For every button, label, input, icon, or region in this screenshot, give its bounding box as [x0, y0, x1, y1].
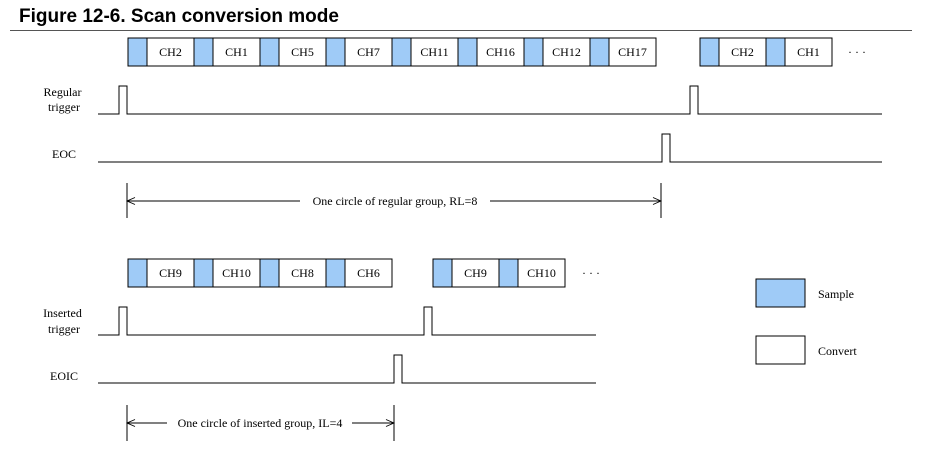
regular-convert-slot: [476, 37, 525, 67]
regular-channel-label: CH17: [618, 45, 647, 59]
regular-sample-slot: [457, 37, 478, 67]
regular-next-channel-label: CH1: [797, 45, 820, 59]
inserted-convert-slot: [344, 258, 393, 288]
eoic-signal: [98, 354, 596, 384]
regular-next-sample-slot: [699, 37, 720, 67]
regular-next-sample-slot: [765, 37, 786, 67]
regular-sequence: CH2 CH1 CH5 CH7 CH11 CH16 CH12 CH17: [127, 37, 657, 67]
regular-channel-label: CH7: [357, 45, 380, 59]
inserted-convert-slot: [278, 258, 327, 288]
regular-next-channel-label: CH2: [731, 45, 754, 59]
regular-measure-label: One circle of regular group, RL=8: [313, 194, 478, 208]
inserted-convert-slot: [212, 258, 261, 288]
inserted-channel-label: CH6: [357, 266, 380, 280]
figure-title: Figure 12-6. Scan conversion mode: [19, 6, 339, 27]
eoc-signal: [98, 133, 882, 163]
regular-channel-label: CH12: [552, 45, 581, 59]
inserted-next-sample-slot: [432, 258, 453, 288]
regular-trigger-label: Regular trigger: [44, 85, 85, 114]
regular-convert-slot: [608, 37, 657, 67]
inserted-measure-label: One circle of inserted group, IL=4: [178, 416, 343, 430]
inserted-ellipsis: · · ·: [582, 266, 600, 280]
regular-trigger-label-line2: trigger: [48, 100, 80, 114]
inserted-channel-label: CH9: [159, 266, 182, 280]
regular-next-convert-slot: [718, 37, 767, 67]
regular-convert-slot: [344, 37, 393, 67]
regular-channel-label: CH11: [420, 45, 448, 59]
legend-convert-swatch: [755, 335, 806, 365]
regular-convert-slot: [278, 37, 327, 67]
inserted-convert-slot: [146, 258, 195, 288]
regular-sample-slot: [589, 37, 610, 67]
inserted-sample-slot: [193, 258, 214, 288]
title-rule: [10, 30, 912, 31]
legend-sample-swatch: [755, 278, 806, 308]
regular-channel-label: CH5: [291, 45, 314, 59]
inserted-next-channel-label: CH10: [527, 266, 556, 280]
inserted-trigger-label: Inserted trigger: [43, 306, 85, 336]
regular-sample-slot: [259, 37, 280, 67]
eoc-label: EOC: [52, 147, 76, 161]
inserted-next-channel-label: CH9: [464, 266, 487, 280]
regular-next-sequence: CH2 CH1: [699, 37, 833, 67]
inserted-next-convert-slot: [517, 258, 566, 288]
inserted-sample-slot: [259, 258, 280, 288]
eoic-label: EOIC: [50, 369, 78, 383]
regular-channel-label: CH16: [486, 45, 515, 59]
inserted-sequence: CH9 CH10 CH8 CH6: [127, 258, 393, 288]
inserted-trigger-label-line2: trigger: [48, 322, 80, 336]
inserted-sample-slot: [325, 258, 346, 288]
legend-sample-label: Sample: [818, 287, 854, 301]
regular-trigger-signal: [98, 85, 882, 115]
regular-sample-slot: [523, 37, 544, 67]
inserted-trigger-signal: [98, 306, 596, 336]
regular-ellipsis: · · ·: [848, 45, 866, 59]
regular-sample-slot: [127, 37, 148, 67]
inserted-next-sequence: CH9 CH10: [432, 258, 566, 288]
inserted-channel-label: CH10: [222, 266, 251, 280]
regular-channel-label: CH1: [225, 45, 248, 59]
regular-trigger-label-line1: Regular: [44, 85, 82, 99]
legend-convert-label: Convert: [818, 344, 857, 358]
regular-sample-slot: [391, 37, 412, 67]
inserted-sample-slot: [127, 258, 148, 288]
inserted-next-sample-slot: [498, 258, 519, 288]
regular-channel-label: CH2: [159, 45, 182, 59]
regular-sample-slot: [325, 37, 346, 67]
regular-sample-slot: [193, 37, 214, 67]
regular-next-convert-slot: [784, 37, 833, 67]
inserted-channel-label: CH8: [291, 266, 314, 280]
inserted-trigger-label-line1: Inserted: [43, 306, 82, 320]
regular-convert-slot: [542, 37, 591, 67]
